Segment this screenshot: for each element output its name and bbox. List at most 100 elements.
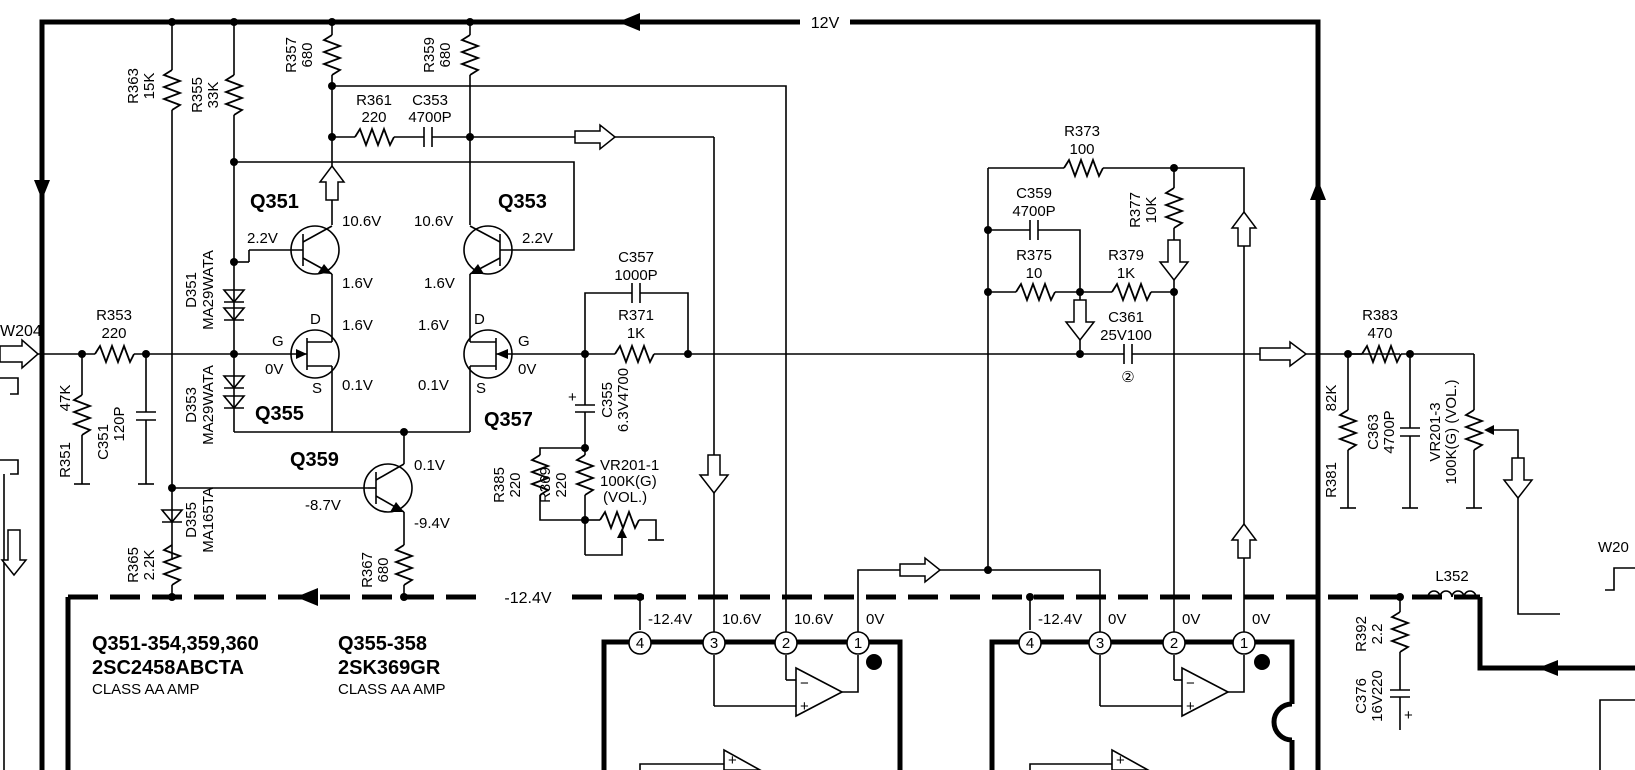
r355-val: 33K [205, 82, 222, 109]
r385-ref: R385 [491, 467, 508, 503]
r367-ref: R367 [359, 552, 376, 588]
r392-ref: R392 [1353, 616, 1370, 652]
r351-val: 47K [57, 385, 74, 412]
r383-ref: R383 [1362, 307, 1398, 324]
c351-ref: C351 [95, 424, 112, 460]
c363-val: 4700P [1381, 410, 1398, 453]
q355-d-volt: 1.6V [342, 317, 373, 334]
r351-ref: R351 [57, 442, 74, 478]
q355-s-volt: 0.1V [342, 377, 373, 394]
legend: Q351-354,359,360 2SC2458ABCTA CLASS AA A… [92, 633, 446, 698]
ic2-pin-2-voltage: 0V [1182, 611, 1200, 628]
r383-val: 470 [1367, 325, 1392, 342]
ic1-pin-4-circle [628, 631, 652, 655]
ic2-pin-3-voltage: 0V [1108, 611, 1126, 628]
d353-part: MA29WATA [200, 365, 217, 445]
ic1-pin-4-number: 4 [636, 635, 644, 652]
q353-label: Q353 [498, 191, 547, 213]
ic2-opamp-minus: − [1186, 675, 1195, 692]
legend-1-type: 2SC2458ABCTA [92, 657, 244, 679]
ic1-pin-1-number: 1 [854, 635, 862, 652]
r385-val: 220 [507, 472, 524, 497]
q357-g-letter: G [518, 333, 530, 350]
q359-label: Q359 [290, 449, 339, 471]
legend-2-type: 2SK369GR [338, 657, 441, 679]
q355-d-letter: D [310, 311, 321, 328]
q357-s-volt: 0.1V [418, 377, 449, 394]
c357-ref: C357 [618, 249, 654, 266]
feedback-section: R371 1K C357 1000P + C355 6.3V4700 R385 … [491, 249, 1080, 556]
output-section: R383 470 82K R381 C363 4700P VR201-3 100… [1323, 307, 1635, 770]
r357-val: 680 [299, 42, 316, 67]
q351-e-volt: 1.6V [342, 275, 373, 292]
rail-12v-label: 12V [811, 15, 840, 32]
bias-network: R363 15K R355 33K D351 MA29WATA D353 MA2… [125, 18, 575, 601]
ic2-pin-1-circle [1232, 631, 1256, 655]
ic2-lower-opamp-plus: + [1116, 752, 1125, 769]
q353-c-volt: 10.6V [414, 213, 453, 230]
r361-ref: R361 [356, 92, 392, 109]
r365-val: 2.2K [141, 550, 158, 581]
vr201-1-val: 100K(G) [600, 473, 657, 490]
d351-part: MA29WATA [200, 250, 217, 330]
r353-ref: R353 [96, 307, 132, 324]
ic1-lower-opamp-plus: + [728, 752, 737, 769]
ic1-opamp-plus: + [800, 698, 809, 715]
d355-ref: D355 [183, 502, 200, 538]
d353-ref: D353 [183, 387, 200, 423]
ic2-pin-2-circle [1162, 631, 1186, 655]
ic1-opamp-minus: − [800, 675, 809, 692]
r367-val: 680 [375, 557, 392, 582]
r359-ref: R359 [421, 37, 438, 73]
ic2-pin-2-number: 2 [1170, 635, 1178, 652]
rail-neg-label: -12.4V [504, 590, 551, 607]
r381-val: 82K [1323, 385, 1340, 412]
c355-val: 6.3V4700 [615, 368, 632, 432]
c355-ref: C355 [599, 382, 616, 418]
r379-val: 1K [1117, 265, 1135, 282]
ic2-pin-4-number: 4 [1026, 635, 1034, 652]
r365-ref: R365 [125, 547, 142, 583]
legend-2-class: CLASS AA AMP [338, 681, 446, 698]
ic2-opamp-plus: + [1186, 698, 1195, 715]
r373-ref: R373 [1064, 123, 1100, 140]
legend-1-class: CLASS AA AMP [92, 681, 200, 698]
q355-label: Q355 [255, 403, 304, 425]
q357-d-letter: D [474, 311, 485, 328]
ic2-block: − + + [989, 593, 1295, 770]
r392-val: 2.2 [1369, 624, 1386, 645]
r379-ref: R379 [1108, 247, 1144, 264]
tone-network: R373 100 R377 10K C359 4700P R375 10 R37… [857, 123, 1400, 640]
output-stage: R357 680 R359 680 R361 220 C353 4700P [215, 22, 787, 640]
ic2-pin-1-number: 1 [1240, 635, 1248, 652]
c361-marker: ② [1121, 369, 1134, 386]
d355-part: MA165TA [200, 487, 217, 553]
supply-rails: 12V -12.4V [34, 12, 1635, 770]
r357-ref: R357 [283, 37, 300, 73]
r371-val: 1K [627, 325, 645, 342]
ic1-pin-2-circle [774, 631, 798, 655]
c359-val: 4700P [1012, 203, 1055, 220]
r355-ref: R355 [189, 77, 206, 113]
d351-ref: D351 [183, 272, 200, 308]
r369-val: 220 [553, 472, 570, 497]
c376-val: 16V220 [1369, 670, 1386, 722]
c361-ref: C361 [1108, 309, 1144, 326]
c355-polarity: + [568, 389, 577, 406]
c376-polarity: + [1404, 707, 1413, 724]
vr201-3-ref: VR201-3 [1427, 402, 1444, 461]
legend-1-parts: Q351-354,359,360 [92, 633, 259, 655]
q355-s-letter: S [312, 380, 322, 397]
vr201-1-note: (VOL.) [603, 489, 647, 506]
c363-ref: C363 [1365, 414, 1382, 450]
q357-g-volt: 0V [518, 361, 536, 378]
r377-val: 10K [1143, 197, 1160, 224]
ic2-pin-1-voltage: 0V [1252, 611, 1270, 628]
ic1-pin-3-circle [702, 631, 726, 655]
c353-val: 4700P [408, 109, 451, 126]
q357-d-volt: 1.6V [418, 317, 449, 334]
r375-ref: R375 [1016, 247, 1052, 264]
ic1-pin-2-number: 2 [782, 635, 790, 652]
